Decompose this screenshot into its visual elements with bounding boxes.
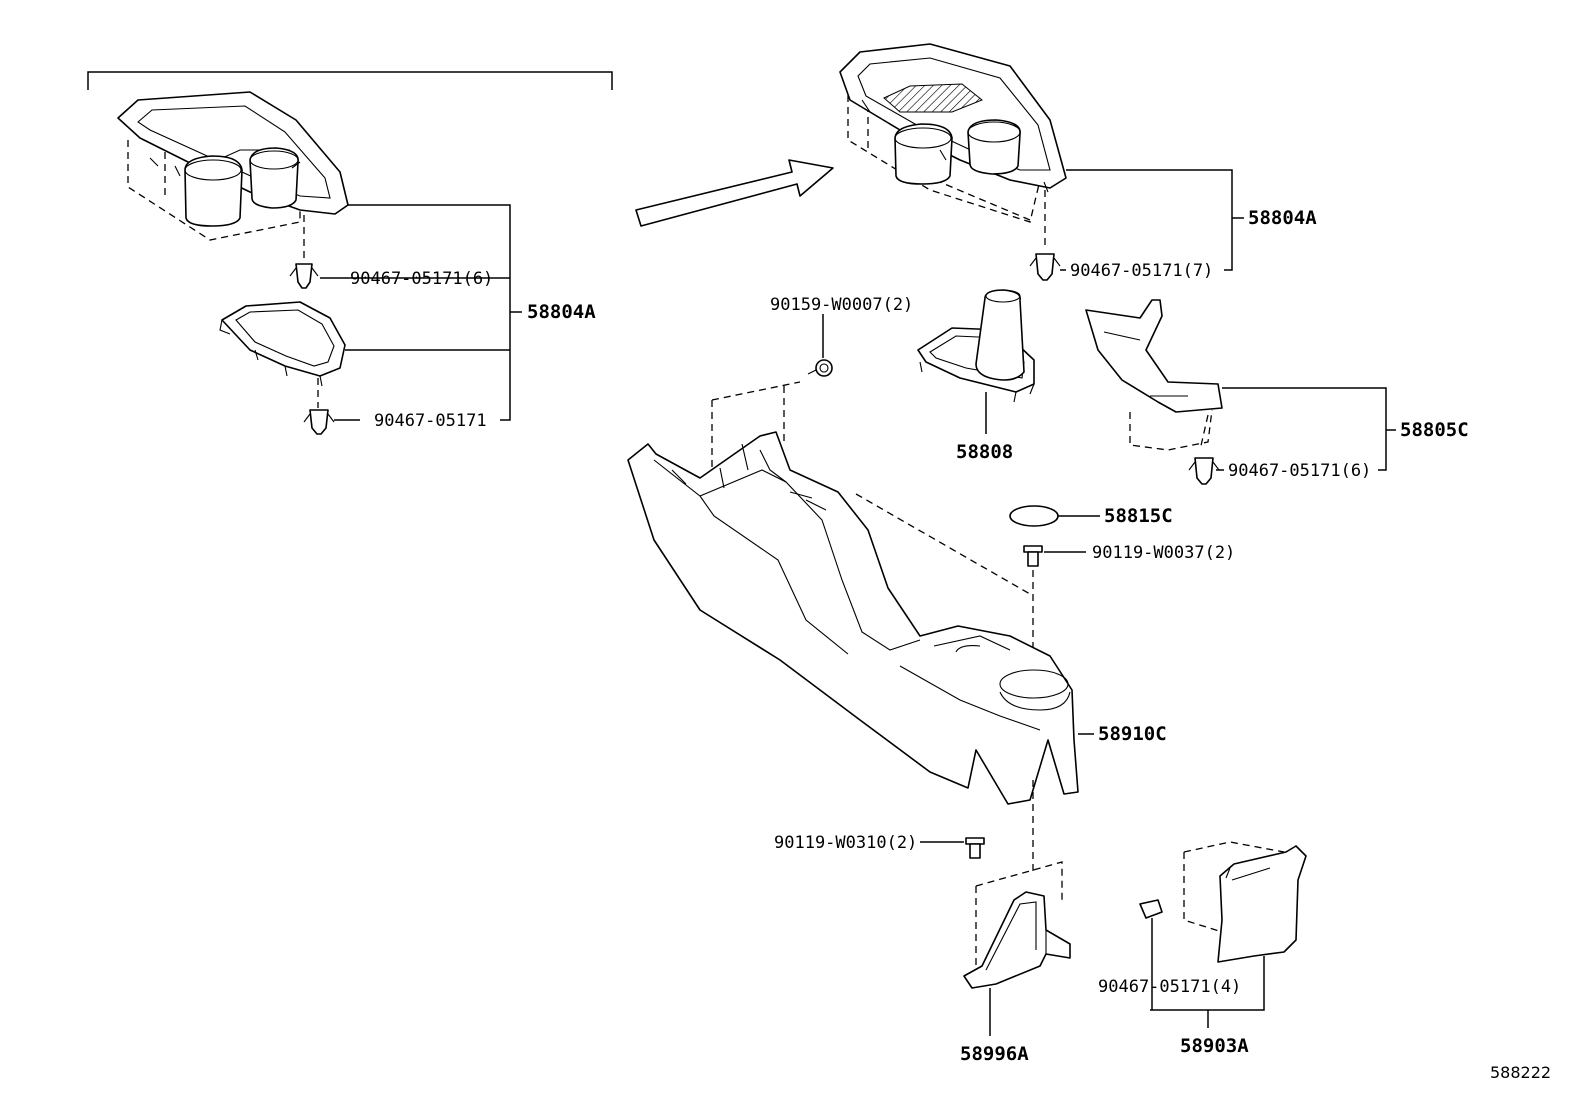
bolt-90119-w0310: 90119-W0310(2) <box>774 833 985 859</box>
rear-panel-clip <box>1139 899 1163 1010</box>
side-panel-clip-label: 90467-05171(6) <box>1228 461 1371 481</box>
side-panel-label: 58805C <box>1400 419 1469 441</box>
left-cup-holder-panel <box>117 91 349 241</box>
screw-90159-label: 90159-W0007(2) <box>770 295 913 315</box>
replacement-arrow <box>635 159 834 227</box>
left-variant-group: 90467-05171(6) 58804A 90467-05171 <box>87 71 613 435</box>
rear-panel-label: 58903A <box>1180 1035 1249 1057</box>
rear-panel <box>1183 841 1307 963</box>
left-bezel <box>219 301 346 408</box>
left-clip-6-label: 90467-05171(6) <box>350 269 493 289</box>
rear-panel-clip-label: 90467-05171(4) <box>1098 977 1241 997</box>
bolt-90119-w0037: 90119-W0037(2) <box>1023 543 1235 672</box>
right-assembly-label: 58804A <box>1248 207 1317 229</box>
side-panel-clip <box>1188 457 1220 485</box>
right-cup-holder-panel <box>839 43 1067 223</box>
left-assembly-label: 58804A <box>527 301 596 323</box>
shift-boot-label: 58808 <box>956 441 1013 463</box>
variant-bracket <box>87 71 613 90</box>
bracket: 58996A <box>960 861 1071 1065</box>
left-clip-lower <box>303 409 335 435</box>
screw-90159: 90159-W0007(2) <box>711 295 913 470</box>
console-box: 58910C <box>627 431 1167 872</box>
shift-boot: 58808 <box>917 289 1035 463</box>
bolt-90119-w0310-label: 90119-W0310(2) <box>774 833 917 853</box>
left-clip-label: 90467-05171 <box>374 411 487 431</box>
bolt-90119-w0037-label: 90119-W0037(2) <box>1092 543 1235 563</box>
cap: 58815C <box>1009 505 1173 527</box>
left-clip-upper <box>289 215 319 289</box>
bracket-label: 58996A <box>960 1043 1029 1065</box>
side-panel <box>1085 299 1223 451</box>
right-clip <box>1029 190 1061 281</box>
cap-label: 58815C <box>1104 505 1173 527</box>
figure-number: 588222 <box>1490 1063 1551 1082</box>
right-clip-7-label: 90467-05171(7) <box>1070 261 1213 281</box>
console-box-label: 58910C <box>1098 723 1167 745</box>
